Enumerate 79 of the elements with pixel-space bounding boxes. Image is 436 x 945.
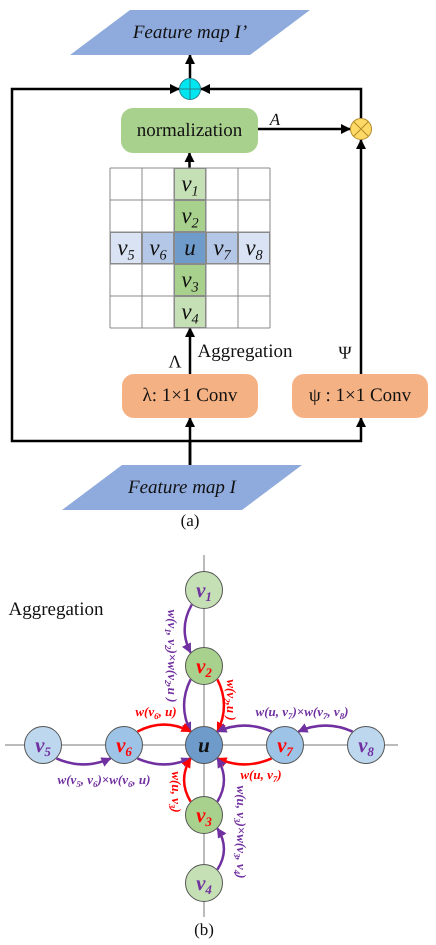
node-label: v$_{1}$	[181, 172, 199, 196]
arrow	[136, 723, 192, 733]
node-label: v$_{2}$	[196, 654, 212, 678]
grid-cell	[238, 232, 270, 264]
process-box	[121, 108, 258, 153]
panel-label: (a)	[180, 512, 200, 530]
grid-matrix	[110, 168, 270, 328]
node-label: v$_{4}$	[181, 300, 199, 324]
arrow	[136, 757, 192, 766]
symbol-label: Ψ	[338, 344, 352, 362]
arrow	[216, 758, 226, 802]
sum-symbol	[179, 78, 201, 100]
edge-label: w(v$_{6}$, u)	[135, 705, 177, 719]
grid-cell	[110, 232, 142, 264]
node-label: normalization	[136, 120, 242, 140]
node-label: v$_{4}$	[196, 872, 212, 894]
grid-cell	[174, 232, 206, 264]
node-label: v$_{8}$	[358, 734, 374, 756]
arrow	[185, 327, 195, 374]
arrow	[216, 724, 272, 733]
node-label: v$_{5}$	[35, 734, 51, 756]
node-label: Feature map I	[128, 478, 236, 498]
node-label: v$_{5}$	[117, 236, 135, 260]
graph-node	[185, 571, 223, 609]
node-label: Feature map I’	[132, 22, 248, 42]
edge-label: Aggregation	[198, 342, 292, 362]
node-label: v$_{2}$	[181, 204, 199, 228]
data-parallelogram	[62, 465, 302, 510]
arrow	[184, 152, 194, 168]
grid-cell	[142, 232, 174, 264]
grid-cell	[174, 296, 206, 328]
edge-label: w(u, v$_{7}$)×w(v$_{7}$, v$_{8}$)	[256, 705, 348, 719]
node-label: ψ : 1×1 Conv	[308, 386, 412, 406]
process-box	[292, 374, 428, 418]
arrow	[258, 124, 351, 134]
node-label: u	[184, 236, 196, 260]
node-label: v$_{3}$	[181, 268, 199, 292]
node-label: v$_{3}$	[196, 804, 212, 826]
node-label: v$_{7}$	[213, 236, 231, 260]
graph-node	[185, 647, 223, 685]
arrow	[216, 757, 272, 766]
arrow	[10, 84, 192, 465]
node-label: v$_{6}$	[116, 734, 132, 756]
section-title: Aggregation	[8, 600, 104, 620]
node-label: λ: 1×1 Conv	[142, 386, 238, 406]
edge-label: w(u, v$_{7}$)	[240, 768, 282, 782]
edge-label: A	[270, 111, 280, 129]
product-symbol	[350, 118, 372, 140]
node-label: v$_{7}$	[277, 734, 293, 756]
arrow	[216, 828, 226, 870]
graph-node	[185, 864, 223, 902]
grid-cell	[174, 264, 206, 296]
node-label: u	[198, 734, 210, 756]
edge-label: w(v$_{5}$, v$_{6}$)×w(v$_{6}$, u)	[58, 773, 150, 787]
arrow	[182, 758, 192, 802]
node-label: v$_{8}$	[245, 236, 263, 260]
grid-cell	[206, 232, 238, 264]
arrow	[56, 757, 112, 766]
graph-node	[24, 726, 62, 764]
graph-node	[105, 726, 143, 764]
arrow	[356, 139, 366, 374]
arrow	[185, 54, 195, 78]
node-label: v$_{1}$	[196, 578, 212, 602]
data-parallelogram	[70, 10, 310, 55]
symbol-label: Λ	[168, 352, 182, 372]
grid-cell	[174, 168, 206, 200]
graph-node	[185, 796, 223, 834]
arrow	[182, 678, 192, 732]
node-label: v$_{6}$	[149, 236, 167, 260]
graph-node	[185, 726, 223, 764]
panel-label: (b)	[194, 921, 214, 939]
arrow	[200, 84, 362, 118]
grid-cell	[174, 200, 206, 232]
arrow	[182, 604, 193, 654]
graph-node	[347, 726, 385, 764]
arrow	[216, 678, 226, 732]
graph-node	[266, 726, 304, 764]
arrow	[298, 724, 354, 733]
process-box	[122, 374, 258, 418]
